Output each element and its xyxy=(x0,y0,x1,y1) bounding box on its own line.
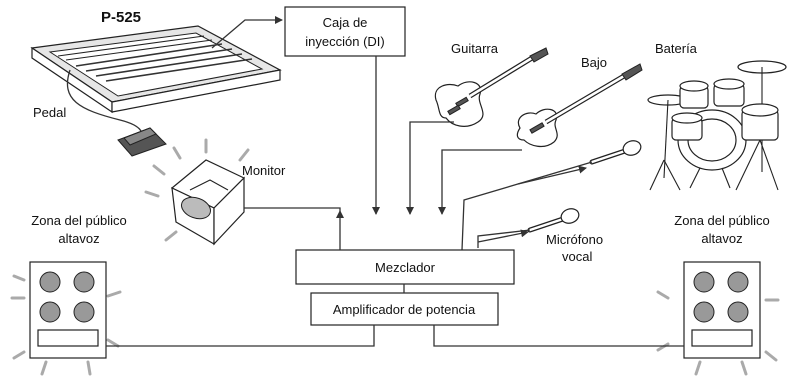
di-box xyxy=(284,6,406,57)
electric-guitar-icon xyxy=(434,47,549,127)
speaker-right-label-line2: altavoz xyxy=(701,231,742,246)
input-wires xyxy=(372,56,593,251)
di-box-label-line1: Caja de xyxy=(323,15,368,30)
monitor-wire-arrow xyxy=(336,210,344,218)
drum-kit-icon xyxy=(647,60,787,191)
speaker-left-icon xyxy=(10,261,122,376)
mixer-label: Mezclador xyxy=(375,260,436,275)
amplifier-box xyxy=(310,292,499,326)
amplifier-label: Amplificador de potencia xyxy=(333,302,476,317)
di-box-label-line2: inyección (DI) xyxy=(305,34,384,49)
mixer-to-monitor-wire xyxy=(244,207,341,250)
stage-monitor-icon xyxy=(144,138,250,246)
speaker-right-label-line1: Zona del público xyxy=(674,213,769,228)
speaker-left-label-line1: Zona del público xyxy=(31,213,126,228)
mixer-box xyxy=(295,249,515,285)
bass-label: Bajo xyxy=(581,55,607,70)
amp-to-right-speaker-wire xyxy=(433,325,684,347)
guitar-label: Guitarra xyxy=(451,41,499,56)
vocal-mic-label-line2: vocal xyxy=(562,249,592,264)
drums-label: Batería xyxy=(655,41,698,56)
bass-guitar-icon xyxy=(516,63,643,148)
model-title: P-525 xyxy=(101,9,141,26)
monitor-label: Monitor xyxy=(242,163,286,178)
microphone-icon xyxy=(589,140,642,165)
speaker-right-icon xyxy=(656,261,780,376)
vocal-microphone-icon xyxy=(527,208,580,233)
amp-to-left-speaker-wire xyxy=(106,325,375,347)
piano-to-di-wire xyxy=(211,16,283,49)
vocal-mic-label-line1: Micrófono xyxy=(546,232,603,247)
digital-piano-icon xyxy=(30,25,282,114)
speaker-left-label-line2: altavoz xyxy=(58,231,99,246)
pedal-label: Pedal xyxy=(33,105,66,120)
sustain-pedal-icon xyxy=(66,69,167,157)
